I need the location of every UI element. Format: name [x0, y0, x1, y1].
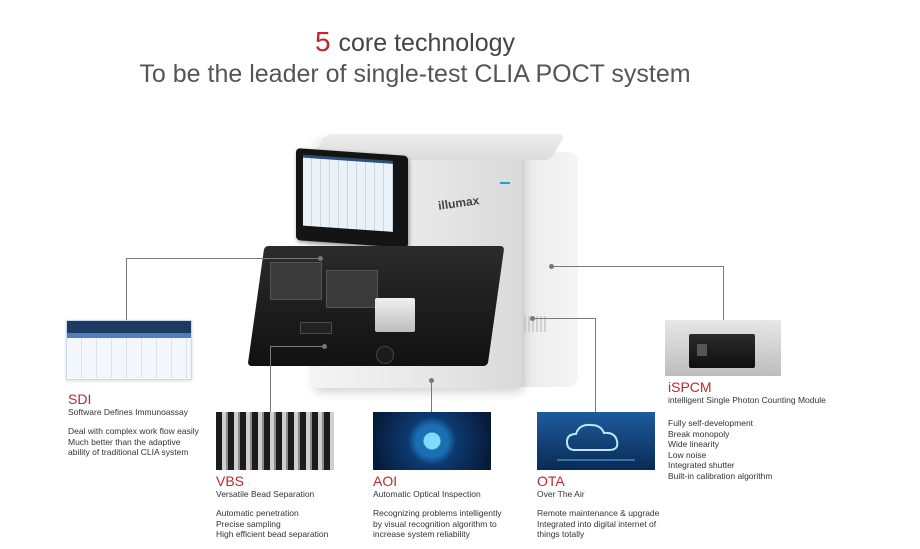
connector-ota-h [532, 318, 595, 319]
ota-cloud-image [537, 412, 655, 470]
connector-ispcm-dot [549, 264, 554, 269]
feature-vbs: VBS Versatile Bead Separation Automatic … [216, 474, 366, 540]
connector-vbs-v [270, 346, 271, 412]
vbs-points: Automatic penetration Precise sampling H… [216, 508, 329, 539]
reagent-tray-right [326, 270, 378, 308]
connector-sdi-dot [318, 256, 323, 261]
connector-sdi-v [126, 258, 127, 320]
reagent-tray-left [270, 262, 322, 300]
ota-subtitle: Over The Air [537, 489, 585, 499]
connector-vbs-h [270, 346, 324, 347]
ispcm-module-photo [665, 320, 781, 376]
ispcm-subtitle: intelligent Single Photon Counting Modul… [668, 395, 826, 405]
ota-title: OTA [537, 473, 565, 489]
machine-accent-strip [500, 182, 510, 184]
machine-touchscreen [296, 148, 408, 248]
aoi-subtitle: Automatic Optical Inspection [373, 489, 481, 499]
vbs-title: VBS [216, 473, 245, 489]
front-knob [376, 346, 394, 364]
headline-text: core technology [338, 29, 516, 57]
feature-ispcm: iSPCM intelligent Single Photon Counting… [668, 380, 868, 481]
aoi-optical-eye-image [373, 412, 491, 470]
side-vent [524, 316, 546, 332]
connector-sdi-h [126, 258, 320, 259]
ota-points: Remote maintenance & upgrade Integrated … [537, 508, 660, 539]
connector-ispcm-h [552, 266, 723, 267]
feature-sdi: SDI Software Defines Immunoassay Deal wi… [68, 392, 228, 458]
sample-module [375, 298, 415, 332]
headline-number: 5 [314, 26, 331, 57]
subheadline: To be the leader of single-test CLIA POC… [139, 60, 691, 88]
connector-ispcm-v [723, 266, 724, 320]
aoi-title: AOI [373, 473, 398, 489]
screen-table [303, 157, 393, 232]
feature-aoi: AOI Automatic Optical Inspection Recogni… [373, 474, 523, 540]
connector-ota-dot [530, 316, 535, 321]
vbs-subtitle: Versatile Bead Separation [216, 489, 315, 499]
sdi-points: Deal with complex work flow easily Much … [68, 426, 199, 457]
ispcm-points: Fully self-development Break monopoly Wi… [668, 418, 773, 481]
connector-ota-v [595, 318, 596, 412]
sdi-title: SDI [68, 391, 92, 407]
drawer-slot [300, 322, 332, 334]
sdi-software-screenshot [66, 320, 192, 380]
connector-aoi-dot [429, 378, 434, 383]
aoi-points: Recognizing problems intelligently by vi… [373, 508, 502, 539]
ispcm-title: iSPCM [668, 379, 712, 395]
sdi-subtitle: Software Defines Immunoassay [68, 407, 188, 417]
connector-aoi-v [431, 380, 432, 412]
connector-vbs-dot [322, 344, 327, 349]
vbs-bead-separation-photo [216, 412, 334, 470]
cloud-icon [557, 423, 635, 461]
feature-ota: OTA Over The Air Remote maintenance & up… [537, 474, 687, 540]
